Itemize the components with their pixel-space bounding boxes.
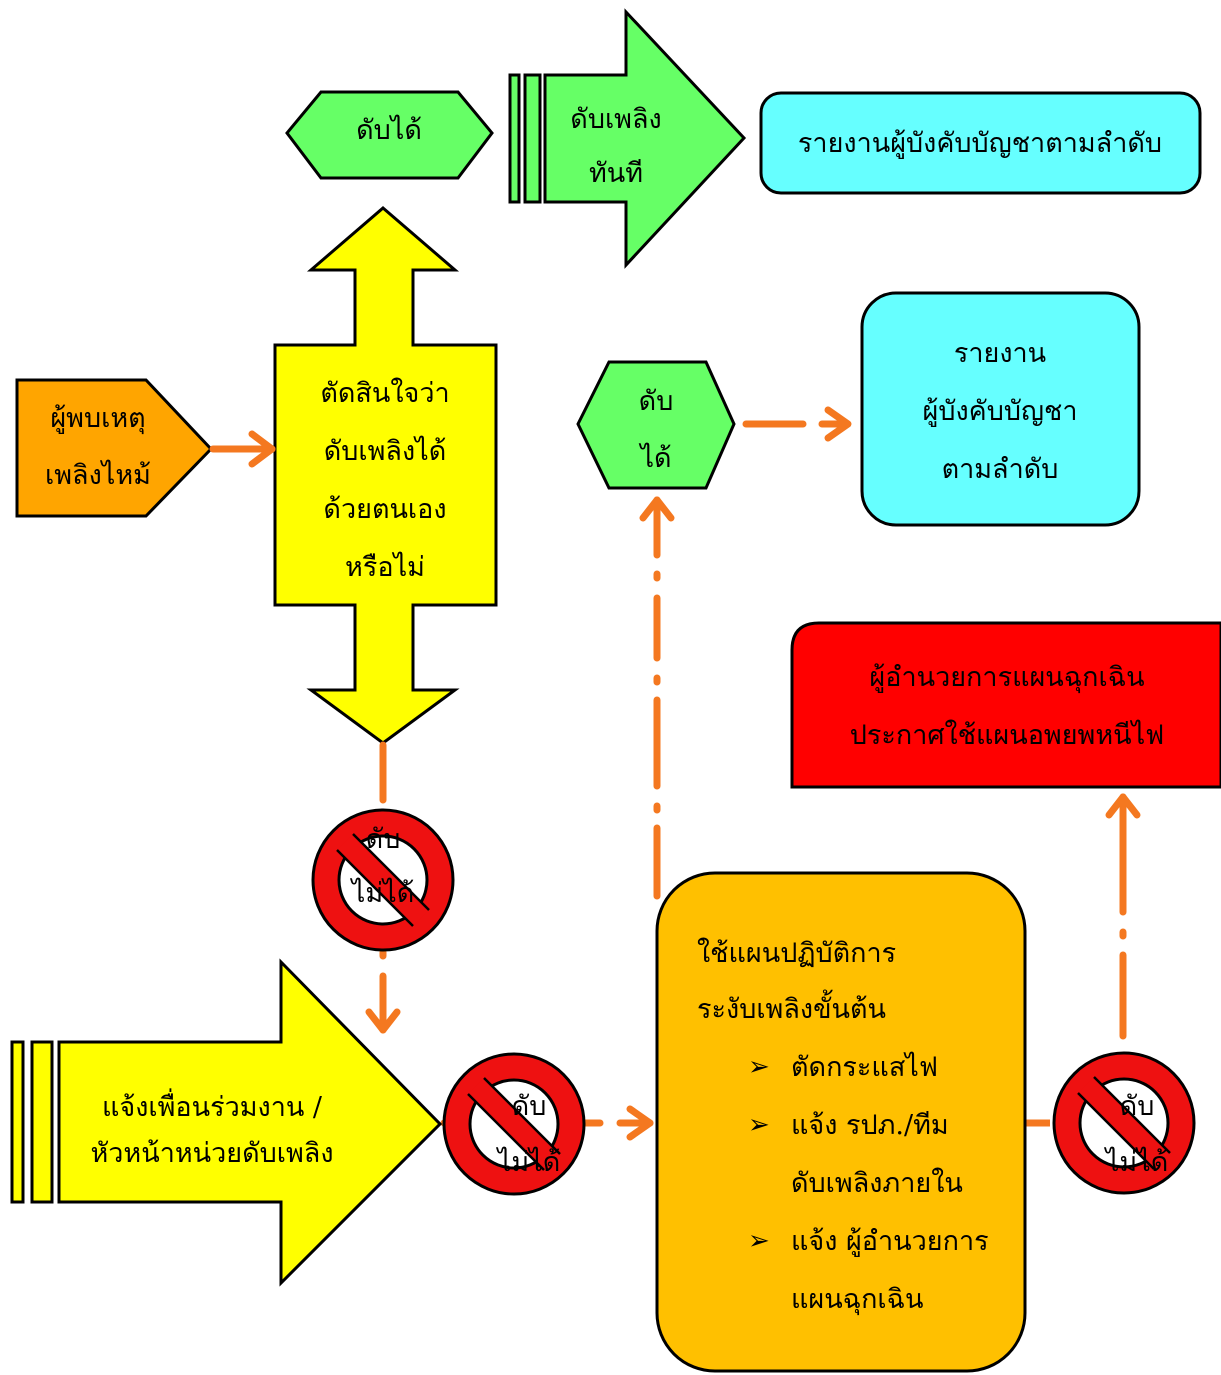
label-extinguished-mid-line2: ได้ bbox=[640, 443, 672, 474]
bullet-arrow-icon-2: ➢ bbox=[748, 1110, 770, 1140]
label-notify-line1: แจ้งเพื่อนร่วมงาน / bbox=[101, 1092, 323, 1123]
label-report-mid-line2: ผู้บังคับบัญชา bbox=[922, 396, 1078, 427]
label-decide-line3: ด้วยตนเอง bbox=[323, 494, 447, 525]
label-decide-line1: ตัดสินใจว่า bbox=[320, 378, 450, 409]
arrow-decision-to-notify bbox=[365, 741, 401, 1034]
label-director-line2: ประกาศใช้แผนอพยพหนีไฟ bbox=[849, 720, 1165, 751]
label-cannot-plan-line1: ดับ bbox=[1119, 1091, 1155, 1122]
label-extinguish-now-line2: ทันที bbox=[588, 158, 644, 189]
label-plan-bullet2-line2: ดับเพลิงภายใน bbox=[791, 1168, 963, 1199]
label-cannot-decision-line2: ไม่ได้ bbox=[351, 878, 415, 909]
label-report-top: รายงานผู้บังคับบัญชาตามลำดับ bbox=[797, 128, 1163, 159]
label-decide-line4: หรือไม่ bbox=[345, 552, 425, 583]
label-plan-line1: ใช้แผนปฏิบัติการ bbox=[697, 938, 897, 969]
bullet-arrow-icon-1: ➢ bbox=[748, 1052, 770, 1082]
label-extinguish-now-line1: ดับเพลิง bbox=[570, 104, 662, 135]
label-cannot-notify-line1: ดับ bbox=[511, 1091, 547, 1122]
label-notify-line2: หัวหน้าหน่วยดับเพลิง bbox=[90, 1138, 334, 1169]
arrow-extinguish-now bbox=[508, 8, 747, 269]
label-plan-bullet3-line1: แจ้ง ผู้อำนวยการ bbox=[791, 1226, 989, 1257]
label-plan-bullet2-line1: แจ้ง รปภ./ทีม bbox=[791, 1110, 949, 1141]
label-extinguished-top: ดับได้ bbox=[356, 115, 422, 146]
label-cannot-notify-line2: ไม่ได้ bbox=[497, 1147, 561, 1178]
label-decide-line2: ดับเพลิงได้ bbox=[323, 436, 447, 467]
label-plan-line2: ระงับเพลิงขั้นต้น bbox=[697, 994, 886, 1025]
double-arrow-decision bbox=[273, 206, 498, 745]
label-cannot-decision-line1: ดับ bbox=[365, 824, 401, 855]
arrow-mid-to-report bbox=[742, 406, 852, 442]
label-report-mid-line1: รายงาน bbox=[953, 338, 1047, 369]
bullet-arrow-icon-3: ➢ bbox=[748, 1226, 770, 1256]
label-report-mid-line3: ตามลำดับ bbox=[941, 454, 1059, 485]
label-plan-bullet3-line2: แผนฉุกเฉิน bbox=[791, 1284, 924, 1315]
box-director bbox=[790, 621, 1221, 789]
arrow-right-to-director bbox=[1105, 793, 1141, 1040]
label-extinguished-mid-line1: ดับ bbox=[638, 386, 674, 417]
pentagon-fire-finder bbox=[15, 378, 214, 518]
label-director-line1: ผู้อำนวยการแผนฉุกเฉิน bbox=[869, 662, 1145, 693]
arrow-finder-to-decision bbox=[209, 430, 276, 468]
box-plan bbox=[655, 871, 1027, 1373]
hexagon-extinguished-top bbox=[285, 90, 494, 180]
hexagon-extinguished-mid bbox=[576, 360, 736, 490]
arrow-plan-to-mid bbox=[639, 496, 675, 900]
arrow-notify bbox=[10, 958, 443, 1287]
label-finder-line2: เพลิงไหม้ bbox=[45, 460, 151, 491]
box-report-top bbox=[759, 91, 1202, 195]
label-plan-bullet1: ตัดกระแสไฟ bbox=[791, 1052, 938, 1083]
box-report-mid bbox=[860, 291, 1141, 527]
label-cannot-plan-line2: ไม่ได้ bbox=[1105, 1147, 1169, 1178]
label-finder-line1: ผู้พบเหตุ bbox=[50, 403, 146, 434]
